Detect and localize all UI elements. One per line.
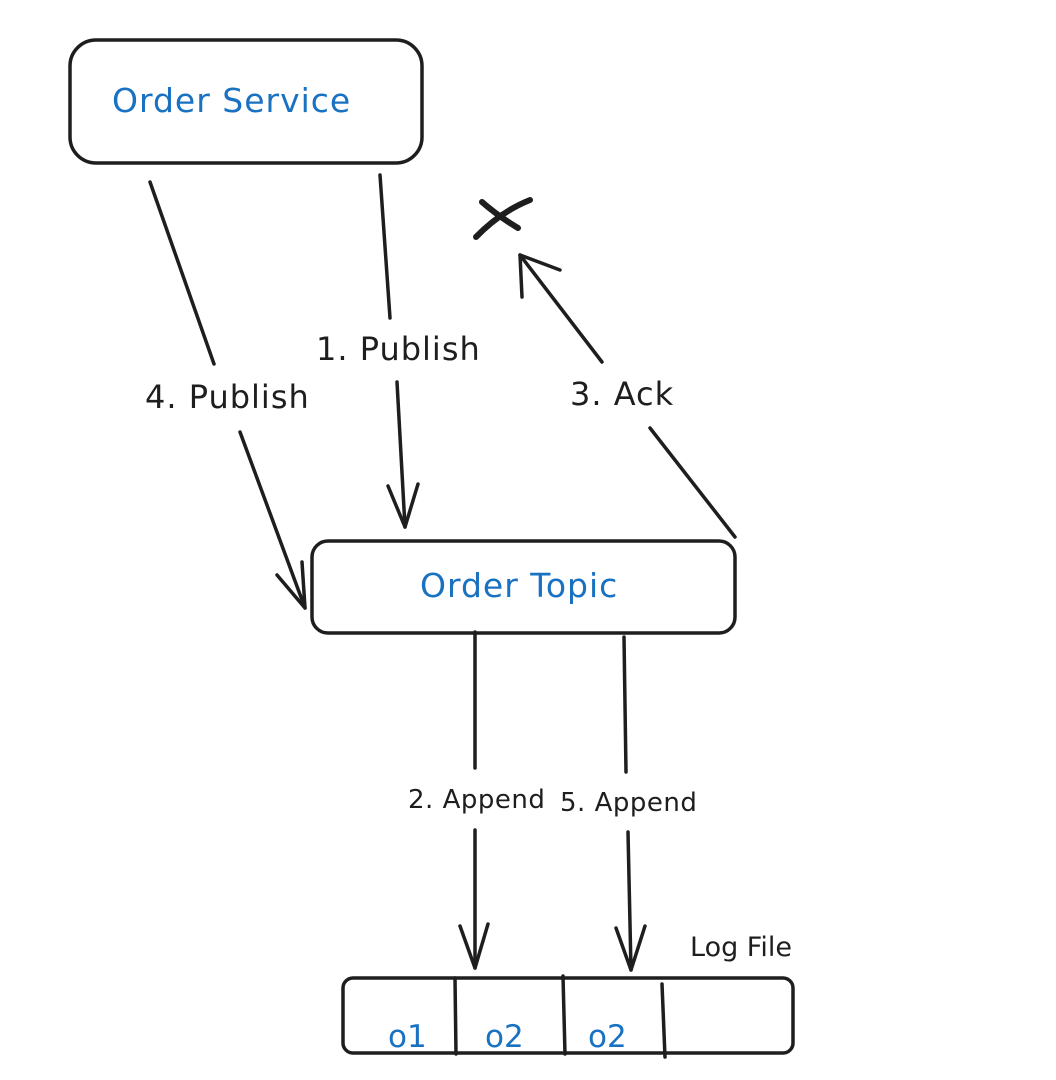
edge-1-publish-label: 1. Publish <box>316 330 481 368</box>
edge-3-arrowhead <box>518 253 562 299</box>
log-cell-divider-1 <box>453 976 458 1056</box>
edge-2-append-label: 2. Append <box>408 785 545 815</box>
edge-5-append[interactable]: 5. Append <box>560 635 697 972</box>
order-service-box <box>68 38 424 165</box>
edge-1-publish[interactable]: 1. Publish <box>316 173 481 529</box>
edge-3-ack-line <box>518 253 737 539</box>
edge-5-append-line <box>622 635 633 972</box>
log-cell-3: o2 <box>588 1019 627 1055</box>
edge-3-ack[interactable]: 3. Ack <box>518 253 737 539</box>
edge-4-arrowhead <box>275 560 307 610</box>
order-service-label: Order Service <box>112 81 351 120</box>
edge-5-arrowhead <box>614 924 647 972</box>
edge-1-arrowhead <box>386 482 420 529</box>
failure-cross-icon <box>473 197 533 240</box>
log-file-caption: Log File <box>690 932 792 963</box>
order-topic-label: Order Topic <box>420 566 618 605</box>
order-topic-box <box>310 539 737 635</box>
log-cell-divider-2 <box>561 974 567 1056</box>
edge-4-publish[interactable]: 4. Publish <box>145 180 310 610</box>
order-topic-node[interactable]: Order Topic <box>310 539 737 635</box>
log-cell-1: o1 <box>388 1019 427 1055</box>
edge-4-publish-line <box>148 180 307 610</box>
order-service-node[interactable]: Order Service <box>68 38 424 165</box>
log-file[interactable]: Log File o1 o2 o2 <box>341 932 795 1059</box>
edge-1-publish-line <box>378 173 407 529</box>
edge-2-arrowhead <box>458 922 490 970</box>
edge-4-publish-label: 4. Publish <box>145 378 310 416</box>
edge-5-append-label: 5. Append <box>560 788 697 818</box>
log-cell-divider-3 <box>660 982 667 1059</box>
edge-2-append[interactable]: 2. Append <box>408 630 545 970</box>
log-cell-2: o2 <box>485 1019 524 1055</box>
edge-3-ack-label: 3. Ack <box>570 375 674 413</box>
